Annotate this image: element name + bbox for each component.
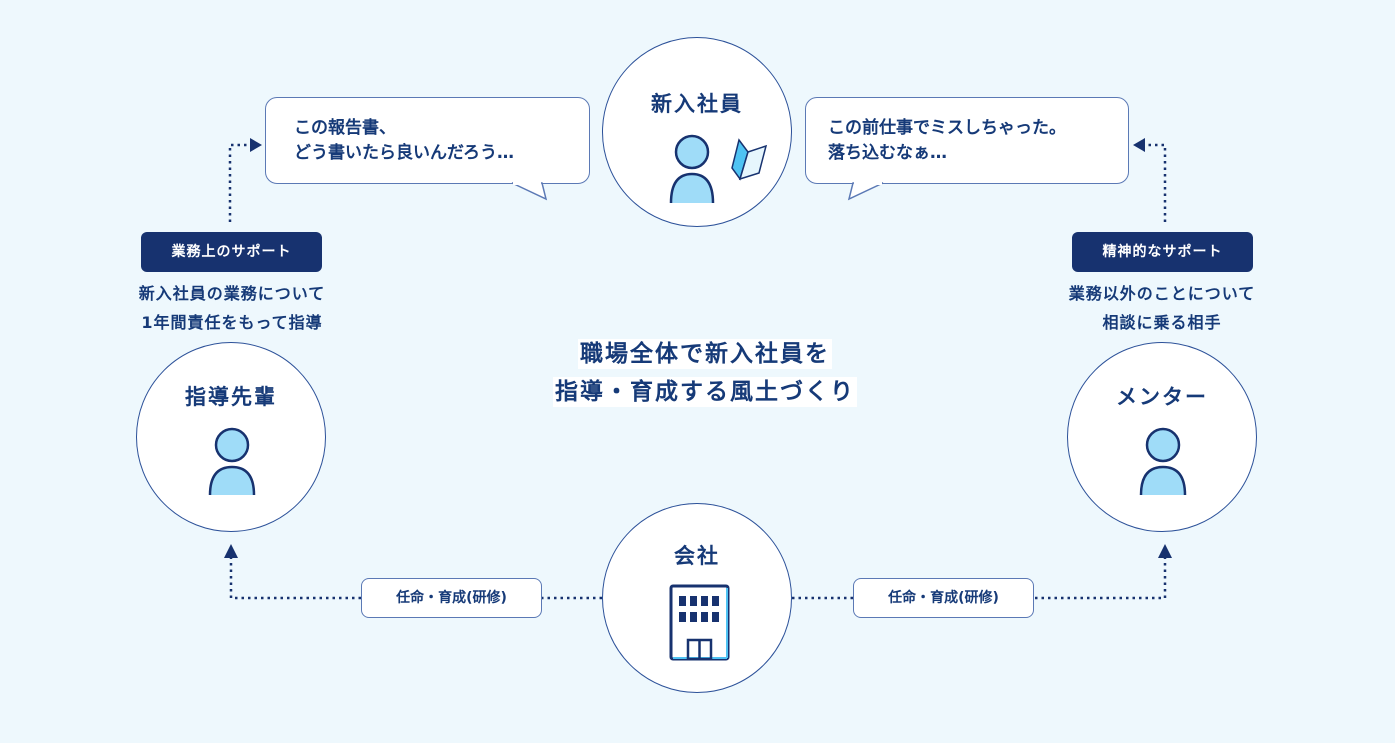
description-line: 新入社員の業務について xyxy=(138,284,326,303)
arrow-left-icon xyxy=(1133,138,1145,152)
arrow-up-icon xyxy=(1158,544,1172,558)
bubble-text: 落ち込むなぁ… xyxy=(828,143,947,163)
center-heading-line2: 指導・育成する風土づくり xyxy=(535,372,875,407)
pill-appoint-train-right: 任命・育成(研修) xyxy=(853,578,1034,618)
person-icon xyxy=(669,134,768,204)
node-title: 新入社員 xyxy=(651,92,743,116)
node-title: 指導先輩 xyxy=(185,385,277,409)
connector-right-top xyxy=(1143,143,1167,222)
connector-bottom-left-2 xyxy=(229,558,361,600)
heading-text: 職場全体で新入社員を xyxy=(578,339,832,369)
bubble-text: この前仕事でミスしちゃった。 xyxy=(828,118,1066,138)
badge-work-support: 業務上のサポート xyxy=(141,232,322,272)
badge-mental-support: 精神的なサポート xyxy=(1072,232,1253,272)
speech-bubble-right: この前仕事でミスしちゃった。 落ち込むなぁ… xyxy=(805,97,1129,184)
node-company: 会社 xyxy=(602,503,792,693)
description-line: 業務以外のことについて xyxy=(1068,284,1256,303)
description-line: 1年間責任をもって指導 xyxy=(141,313,323,332)
description-line: 相談に乗る相手 xyxy=(1102,313,1222,332)
mentor-description: 業務以外のことについて 相談に乗る相手 xyxy=(1012,279,1312,337)
connector-bottom-right-2 xyxy=(1035,558,1167,600)
bubble-text: どう書いたら良いんだろう… xyxy=(294,143,514,163)
bubble-tail xyxy=(511,182,548,201)
speech-bubble-left: この報告書、 どう書いたら良いんだろう… xyxy=(265,97,590,184)
center-heading-line1: 職場全体で新入社員を xyxy=(535,334,875,369)
pill-appoint-train-left: 任命・育成(研修) xyxy=(361,578,542,618)
building-icon xyxy=(669,584,730,661)
node-senior: 指導先輩 xyxy=(136,342,326,532)
node-title: 会社 xyxy=(674,544,720,568)
arrow-right-icon xyxy=(250,138,262,152)
person-icon xyxy=(208,427,256,496)
senior-description: 新入社員の業務について 1年間責任をもって指導 xyxy=(82,279,382,337)
node-mentor: メンター xyxy=(1067,342,1257,532)
node-newcomer: 新入社員 xyxy=(602,37,792,227)
connector-left-top xyxy=(228,143,252,222)
bubble-tail xyxy=(847,182,884,201)
bubble-text: この報告書、 xyxy=(294,118,396,138)
node-title: メンター xyxy=(1116,385,1208,409)
arrow-up-icon xyxy=(224,544,238,558)
person-icon xyxy=(1139,427,1187,496)
heading-text: 指導・育成する風土づくり xyxy=(553,377,857,407)
